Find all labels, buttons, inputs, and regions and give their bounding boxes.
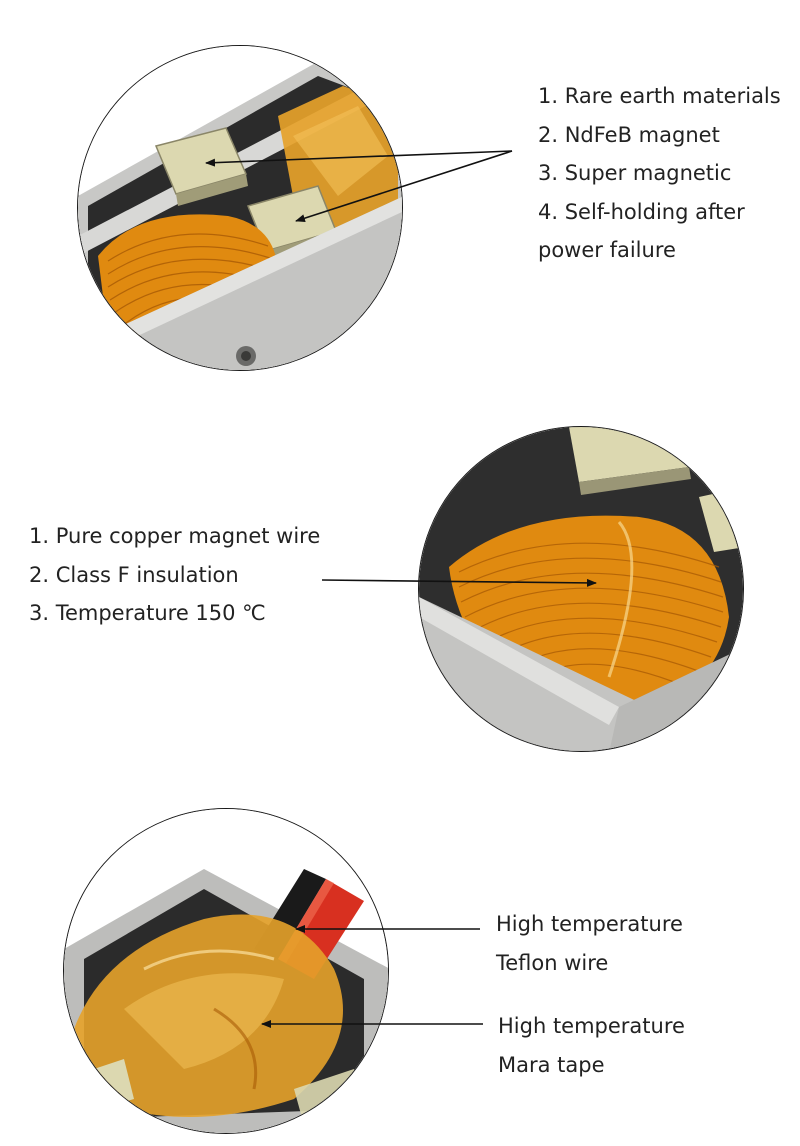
coil-features-list: 1. Pure copper magnet wire 2. Class F in… bbox=[29, 517, 320, 633]
arrow-to-magnet-1 bbox=[205, 150, 513, 167]
coil-closeup-illustration bbox=[419, 427, 743, 751]
arrow-to-magnet-2 bbox=[295, 150, 513, 223]
feature-line-5: power failure bbox=[538, 238, 676, 262]
teflon-wire-label: High temperature Teflon wire bbox=[496, 905, 683, 983]
wire-label-line-2: Teflon wire bbox=[496, 951, 609, 975]
wire-tape-closeup-photo bbox=[63, 808, 389, 1134]
arrow-to-coil bbox=[321, 578, 597, 587]
mara-tape-label: High temperature Mara tape bbox=[498, 1007, 685, 1085]
feature-line-4: 4. Self-holding after bbox=[538, 199, 745, 224]
wire-tape-closeup-illustration bbox=[64, 809, 388, 1133]
tape-label-line-2: Mara tape bbox=[498, 1053, 605, 1077]
feature-line-1: 1. Rare earth materials bbox=[538, 84, 781, 108]
coil-closeup-photo bbox=[418, 426, 744, 752]
magnet-closeup-illustration bbox=[78, 46, 402, 370]
wire-label-line-1: High temperature bbox=[496, 912, 683, 936]
magnet-closeup-photo bbox=[77, 45, 403, 371]
feature-line-2: 2. Class F insulation bbox=[29, 562, 239, 587]
feature-line-3: 3. Temperature 150 ℃ bbox=[29, 601, 266, 625]
magnet-features-list: 1. Rare earth materials 2. NdFeB magnet … bbox=[538, 77, 781, 270]
feature-line-3: 3. Super magnetic bbox=[538, 161, 732, 185]
tape-label-line-1: High temperature bbox=[498, 1014, 685, 1038]
feature-line-2: 2. NdFeB magnet bbox=[538, 122, 720, 147]
feature-line-1: 1. Pure copper magnet wire bbox=[29, 524, 321, 548]
